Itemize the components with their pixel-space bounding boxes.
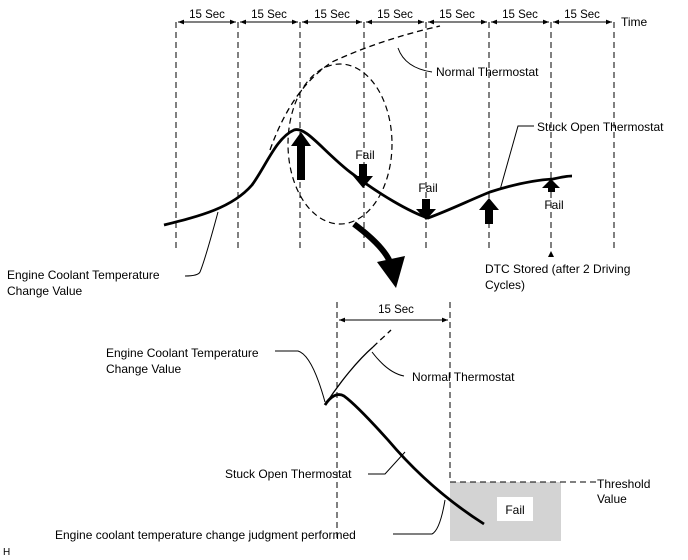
bottom-normal-leader	[371, 351, 405, 377]
ect-leader-bottom	[275, 350, 326, 403]
bottom-ect-label-line1: Engine Coolant Temperature	[106, 346, 259, 360]
normal-thermostat-label: Normal Thermostat	[436, 65, 539, 79]
stuck-open-thermostat-label: Stuck Open Thermostat	[537, 120, 664, 134]
bottom-interval-label: 15 Sec	[378, 304, 414, 316]
fail-label-bg	[497, 497, 533, 521]
bottom-normal-dashed	[372, 329, 392, 348]
interval-label: 15 Sec	[377, 9, 413, 21]
interval-label: 15 Sec	[251, 9, 287, 21]
ect-leader-top	[184, 211, 219, 277]
zoom-arrow-head	[377, 256, 405, 288]
stuck-open-leader	[499, 125, 534, 191]
fail-arrow-down	[353, 164, 373, 188]
threshold-label-line1: Threshold	[597, 477, 650, 491]
ect-label-line2: Change Value	[7, 284, 82, 298]
interval-label: 15 Sec	[189, 9, 225, 21]
bottom-normal-thermostat-label: Normal Thermostat	[412, 370, 515, 384]
interval-label: 15 Sec	[502, 9, 538, 21]
zoom-arrow-icon	[352, 221, 393, 264]
time-label: Time	[621, 15, 648, 29]
normal-thermostat-curve	[269, 25, 441, 151]
ect-label-line1: Engine Coolant Temperature	[7, 268, 160, 282]
bottom-stuck-open-leader	[368, 451, 406, 475]
bottom-stuck-open-label: Stuck Open Thermostat	[225, 467, 352, 481]
dtc-label-line2: Cycles)	[485, 278, 525, 292]
pass-arrow-up	[542, 179, 560, 192]
interval-label: 15 Sec	[564, 9, 600, 21]
fail-label: Fail	[355, 148, 374, 162]
interval-label: 15 Sec	[439, 9, 475, 21]
top-time-grid	[175, 22, 615, 252]
dtc-marker	[548, 251, 554, 257]
fail-label: Fail	[418, 181, 437, 195]
interval-label: 15 Sec	[314, 9, 350, 21]
fail-box-label: Fail	[505, 503, 524, 517]
judgment-label: Engine coolant temperature change judgme…	[55, 528, 356, 542]
bottom-time-grid	[336, 302, 451, 541]
judgment-leader	[393, 499, 446, 535]
fail-label: Fail	[544, 198, 563, 212]
pass-arrow-up	[291, 132, 311, 180]
corner-mark: H	[3, 547, 10, 558]
pass-arrow-up	[479, 198, 499, 224]
bottom-ect-label-line2: Change Value	[106, 362, 181, 376]
top-interval-labels: 15 Sec 15 Sec 15 Sec 15 Sec 15 Sec 15 Se…	[189, 9, 600, 21]
normal-thermostat-leader	[397, 47, 433, 73]
threshold-label-line2: Value	[597, 492, 627, 506]
dtc-label-line1: DTC Stored (after 2 Driving	[485, 262, 630, 276]
bottom-stuck-open-curve	[323, 393, 485, 526]
fail-arrow-down	[416, 199, 436, 220]
highlight-ellipse	[287, 63, 393, 225]
